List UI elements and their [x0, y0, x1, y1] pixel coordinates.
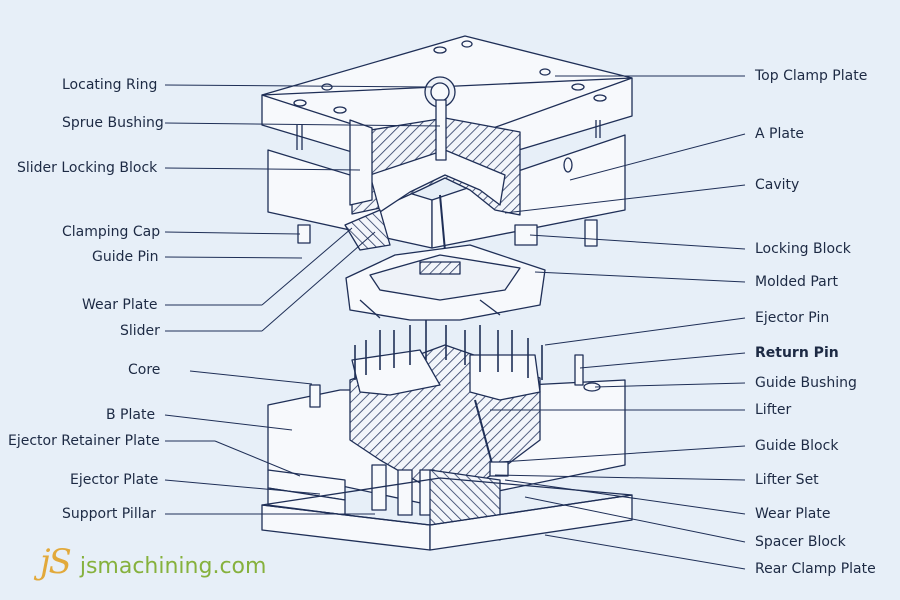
label-guide-bushing: Guide Bushing — [755, 375, 857, 391]
label-wear-plate-left: Wear Plate — [82, 297, 158, 313]
label-locking-block: Locking Block — [755, 241, 851, 257]
label-ejector-plate: Ejector Plate — [70, 472, 159, 488]
label-ejector-retainer-plate: Ejector Retainer Plate — [8, 433, 160, 449]
label-wear-plate-right: Wear Plate — [755, 506, 831, 522]
label-b-plate: B Plate — [106, 407, 156, 423]
label-lifter: Lifter — [755, 402, 792, 418]
label-a-plate: A Plate — [755, 126, 805, 142]
label-spacer-block: Spacer Block — [755, 534, 846, 550]
logo-mark: jS — [40, 542, 72, 582]
top-half — [261, 35, 633, 251]
label-rear-clamp-plate: Rear Clamp Plate — [755, 561, 876, 577]
label-return-pin: Return Pin — [755, 345, 839, 361]
leader-lines — [164, 75, 746, 570]
label-molded-part: Molded Part — [755, 274, 839, 290]
label-guide-block: Guide Block — [755, 438, 839, 454]
bottom-half — [261, 320, 633, 551]
label-locating-ring: Locating Ring — [62, 77, 158, 93]
label-sprue-bushing: Sprue Bushing — [62, 115, 164, 131]
molded-part-group — [345, 194, 546, 321]
label-core: Core — [128, 362, 161, 378]
label-support-pillar: Support Pillar — [62, 506, 156, 522]
label-cavity: Cavity — [755, 177, 800, 193]
label-ejector-pin: Ejector Pin — [755, 310, 830, 326]
label-lifter-set: Lifter Set — [755, 472, 819, 488]
brand-logo: jS jsmachining.com — [40, 542, 266, 582]
label-clamping-cap: Clamping Cap — [62, 224, 161, 240]
label-slider: Slider — [120, 323, 160, 339]
label-guide-pin: Guide Pin — [92, 249, 159, 265]
logo-text: jsmachining.com — [79, 554, 267, 579]
label-slider-locking-block: Slider Locking Block — [17, 160, 158, 176]
label-top-clamp-plate: Top Clamp Plate — [755, 68, 868, 84]
